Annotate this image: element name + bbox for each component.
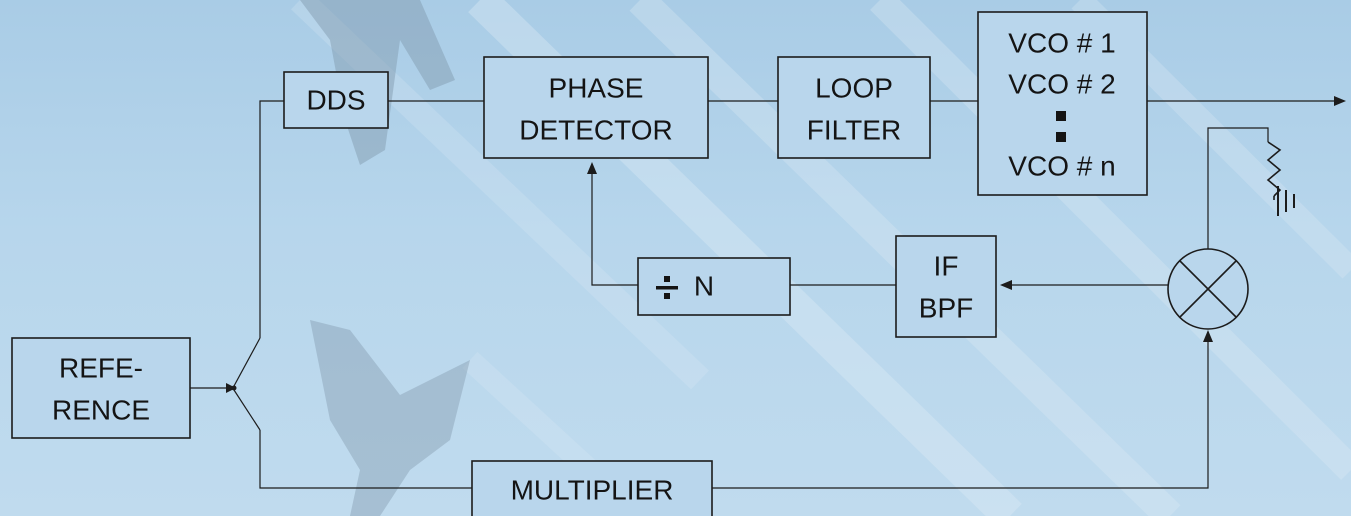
arrow-into-mixer xyxy=(1203,330,1213,342)
reference-block: REFE- RENCE xyxy=(11,337,191,439)
arrow-into-phase-detector xyxy=(587,162,597,174)
vco-1-label: VCO # 1 xyxy=(1008,28,1115,59)
vco-2-label: VCO # 2 xyxy=(1008,69,1115,100)
wires xyxy=(190,100,1335,489)
switch-icon xyxy=(231,385,237,391)
divide-icon xyxy=(656,276,678,299)
loop-filter-label-line-2: FILTER xyxy=(807,115,901,146)
reference-label-line-1: REFE- xyxy=(59,353,143,384)
arrows xyxy=(226,96,1346,393)
if-bpf-block: IF BPF xyxy=(895,235,997,338)
mixer-icon xyxy=(1167,248,1249,330)
if-bpf-label-line-1: IF xyxy=(934,251,959,282)
dds-block: DDS xyxy=(283,71,389,129)
multiplier-label: MULTIPLIER xyxy=(511,475,674,506)
ellipsis-dot-2 xyxy=(1056,132,1066,142)
phase-detector-label-line-2: DETECTOR xyxy=(519,115,673,146)
if-bpf-label-line-2: BPF xyxy=(919,293,973,324)
arrow-into-switch xyxy=(226,383,236,393)
vco-bank-block: VCO # 1 VCO # 2 VCO # n xyxy=(977,11,1148,196)
arrow-into-if-bpf xyxy=(1000,280,1012,290)
ellipsis-dot-1 xyxy=(1056,111,1066,121)
vco-n-label: VCO # n xyxy=(1008,151,1115,182)
reference-label-line-2: RENCE xyxy=(52,395,150,426)
loop-filter-label-line-1: LOOP xyxy=(815,73,893,104)
phase-detector-label-line-1: PHASE xyxy=(549,73,644,104)
divider-label: N xyxy=(694,271,714,302)
dds-label: DDS xyxy=(306,85,365,116)
loop-filter-block: LOOP FILTER xyxy=(777,56,931,159)
phase-detector-block: PHASE DETECTOR xyxy=(483,56,709,159)
arrow-output xyxy=(1334,96,1346,106)
divider-block: N xyxy=(637,257,791,316)
jet-silhouette-bottom xyxy=(310,320,470,516)
antenna-ground-icon xyxy=(1266,141,1295,216)
multiplier-block: MULTIPLIER xyxy=(471,460,713,516)
